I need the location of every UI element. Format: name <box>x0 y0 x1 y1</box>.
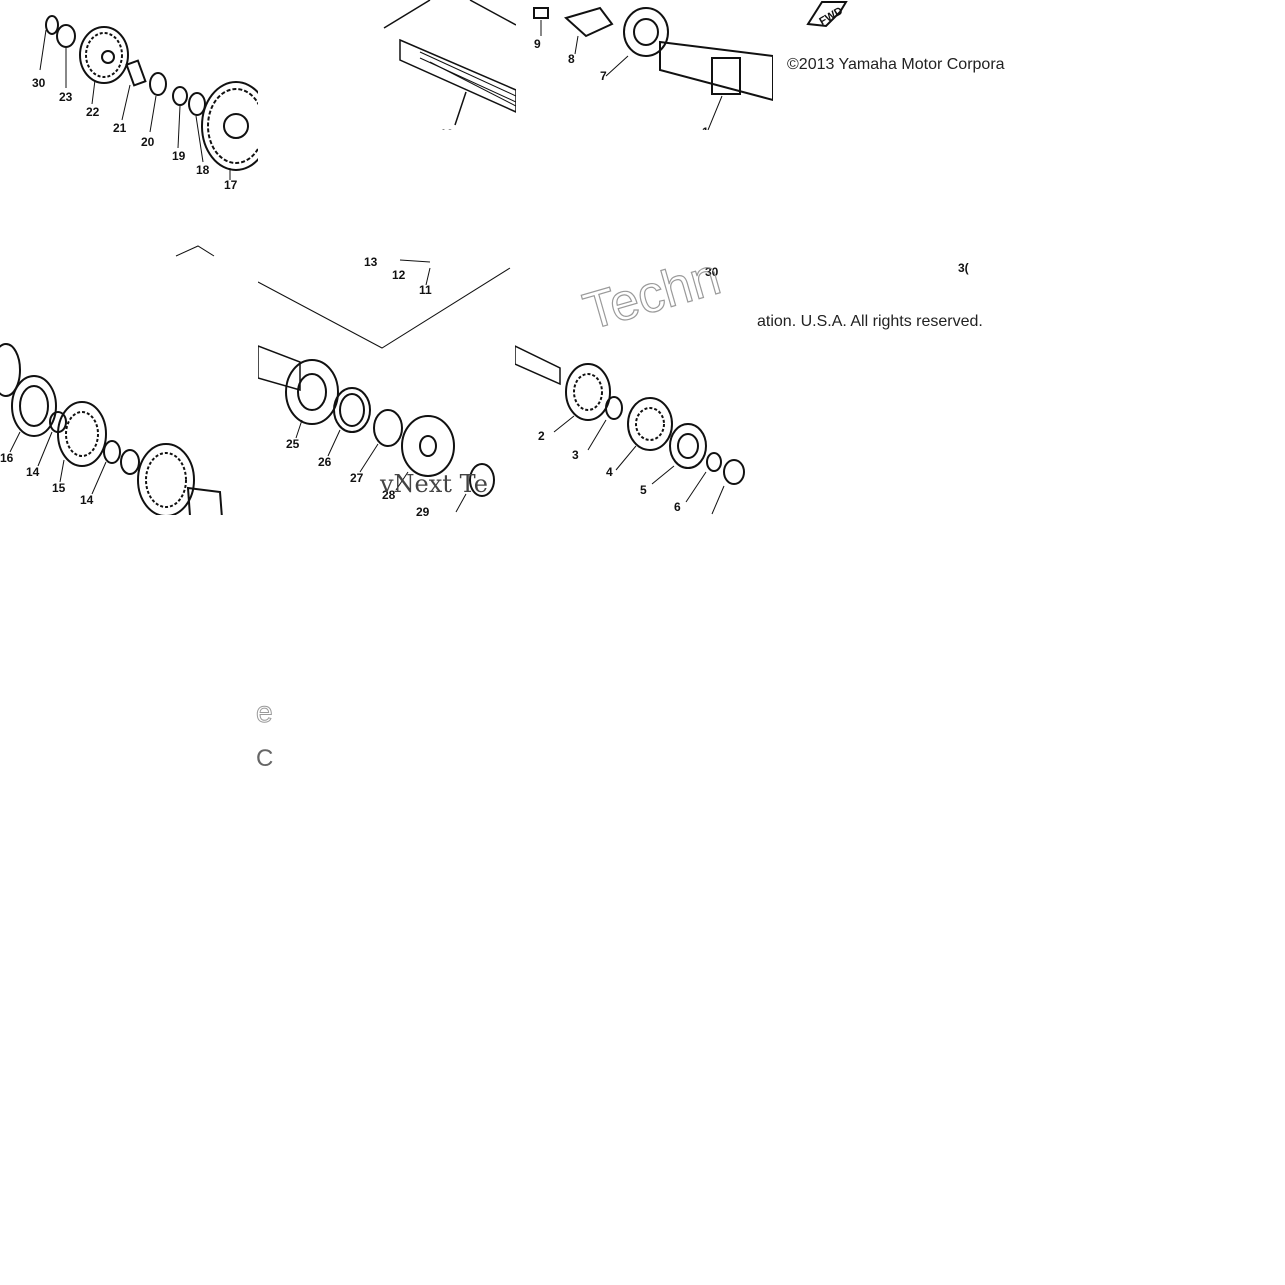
washer-20 <box>149 72 167 96</box>
washer-6 <box>706 452 722 472</box>
part-label-3: 3 <box>572 448 579 462</box>
washer-24 <box>45 15 59 35</box>
svg-text:27: 27 <box>350 471 364 485</box>
svg-text:22: 22 <box>86 105 100 119</box>
copyright-text-bottom: ation. U.S.A. All rights reserved. <box>757 313 983 330</box>
svg-text:19: 19 <box>172 149 186 163</box>
part-label-1: 1 <box>702 125 709 139</box>
copyright-text-top: ©2013 Yamaha Motor Corpora <box>787 56 1005 73</box>
svg-text:29: 29 <box>416 505 430 519</box>
part-label-2: 2 <box>538 429 545 443</box>
stray-label-top-right: 3( <box>958 261 969 275</box>
fwd-label: FWD <box>817 5 845 28</box>
fwd-arrow-icon: FWD <box>806 0 848 28</box>
svg-text:18: 18 <box>196 163 210 177</box>
drive-sprocket-28 <box>401 415 455 477</box>
bearing-7 <box>623 7 669 57</box>
part-label-4: 4 <box>606 465 613 479</box>
plate-8 <box>564 6 614 38</box>
gear-17 <box>201 81 258 171</box>
oil-seal-26 <box>333 387 371 433</box>
gear-4 <box>627 397 673 451</box>
nut-29 <box>469 463 495 497</box>
stray-fragment-2: C <box>256 745 273 772</box>
gear-13 <box>137 443 195 515</box>
gear-15 <box>57 401 107 467</box>
svg-text:14: 14 <box>26 465 40 479</box>
tile-bottom-middle-1: 25 26 27 28 29 vNext Te <box>258 267 511 519</box>
svg-text:26: 26 <box>318 455 332 469</box>
tile-bottom-left: 16 14 15 14 <box>0 245 223 515</box>
svg-text:23: 23 <box>59 90 73 104</box>
tile-bottom-middle-2: 2 3 4 5 6 <box>515 345 745 515</box>
svg-text:7: 7 <box>600 69 607 83</box>
watermark-main: Techn <box>577 248 726 342</box>
gear-16 <box>11 375 57 437</box>
part-label-24: 30 <box>32 76 46 90</box>
washer-23 <box>56 24 76 48</box>
part-label-10: 10 <box>440 127 454 141</box>
watermark-overlay: vNext Te <box>379 470 488 498</box>
svg-text:30: 30 <box>705 265 719 279</box>
svg-text:13: 13 <box>364 255 378 269</box>
circlip-3 <box>605 396 623 420</box>
svg-text:9: 9 <box>534 37 541 51</box>
bushing-21 <box>125 59 147 87</box>
svg-text:8: 8 <box>568 52 575 66</box>
collar-27 <box>373 409 403 447</box>
gear-22 <box>79 26 129 84</box>
circlip-19 <box>172 86 188 106</box>
svg-text:20: 20 <box>141 135 155 149</box>
svg-text:17: 17 <box>224 178 238 192</box>
part-label-6: 6 <box>674 500 681 514</box>
tile-top-left: 30 23 22 21 20 19 18 17 <box>32 15 258 192</box>
svg-text:25: 25 <box>286 437 300 451</box>
svg-text:28: 28 <box>382 488 396 502</box>
stray-fragment-1: e <box>256 696 273 729</box>
svg-text:16: 16 <box>0 451 14 465</box>
svg-text:11: 11 <box>419 283 432 297</box>
washer-18 <box>188 92 206 116</box>
tile-top-middle-1: 10 <box>383 0 516 141</box>
bearing-25 <box>285 359 339 425</box>
gear-2 <box>565 363 611 421</box>
svg-text:15: 15 <box>52 481 66 495</box>
screw-9 <box>533 7 549 19</box>
tile-top-middle-2: 9 8 7 1 <box>533 6 773 139</box>
svg-text:21: 21 <box>113 121 127 135</box>
part-label-5: 5 <box>640 483 647 497</box>
main-axle-1 <box>659 40 773 102</box>
gear-5 <box>669 423 707 469</box>
svg-text:12: 12 <box>392 268 406 282</box>
washer-14b <box>103 440 121 464</box>
svg-text:14: 14 <box>80 493 94 507</box>
